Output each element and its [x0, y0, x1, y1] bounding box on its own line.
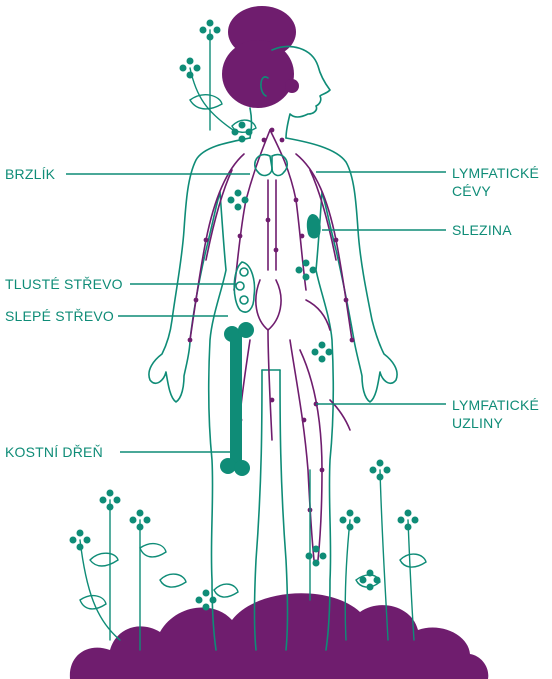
cloud-ground-icon — [70, 593, 488, 679]
label-spleen: SLEZINA — [452, 221, 512, 239]
plant-decorations — [80, 30, 414, 650]
label-thymus: BRZLÍK — [5, 165, 55, 183]
flower-cross-icon — [70, 20, 419, 611]
colon-organ — [234, 262, 254, 312]
label-lymph-vessels: LYMFATICKÉ CÉVY — [452, 164, 539, 200]
label-colon: TLUSTÉ STŘEVO — [5, 275, 123, 293]
label-appendix: SLEPÉ STŘEVO — [5, 307, 114, 325]
label-lymph-nodes-line2: UZLINY — [452, 414, 539, 432]
label-bone-marrow-text: KOSTNÍ DŘEŇ — [5, 443, 103, 461]
leader-lines — [66, 172, 446, 452]
lymph-vessels — [190, 130, 352, 560]
label-lymph-nodes-line1: LYMFATICKÉ — [452, 396, 539, 414]
cheek — [285, 79, 299, 93]
label-bone-marrow: KOSTNÍ DŘEŇ — [5, 443, 103, 461]
label-spleen-text: SLEZINA — [452, 221, 512, 239]
hair — [222, 6, 296, 108]
label-thymus-text: BRZLÍK — [5, 165, 55, 183]
label-lymph-vessels-line2: CÉVY — [452, 182, 539, 200]
label-colon-text: TLUSTÉ STŘEVO — [5, 275, 123, 293]
label-appendix-text: SLEPÉ STŘEVO — [5, 307, 114, 325]
label-lymph-vessels-line1: LYMFATICKÉ — [452, 164, 539, 182]
spleen-organ — [307, 214, 321, 239]
label-lymph-nodes: LYMFATICKÉ UZLINY — [452, 396, 539, 432]
